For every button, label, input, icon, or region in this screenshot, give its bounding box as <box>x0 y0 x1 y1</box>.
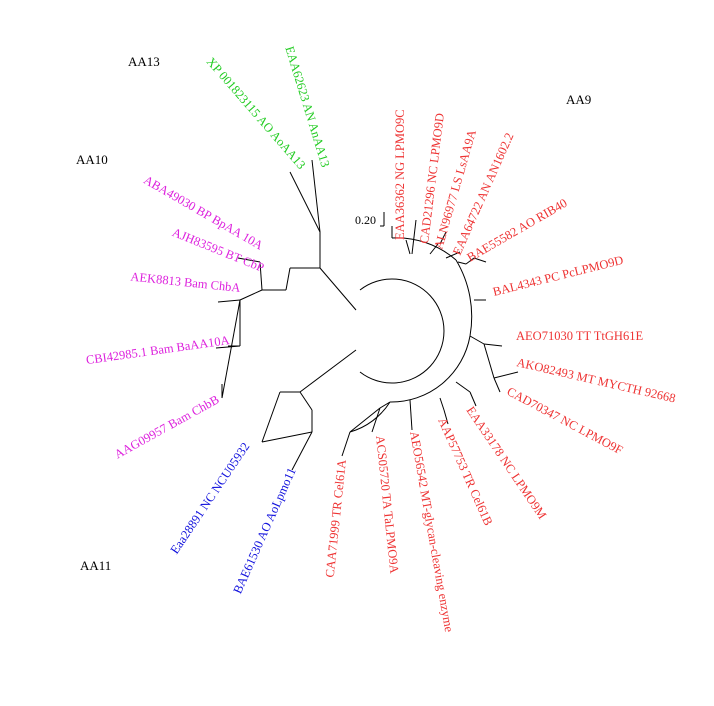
tree-branch <box>349 407 381 433</box>
tree-branch-arc <box>349 401 391 433</box>
tree-branch <box>259 261 263 291</box>
tree-branch <box>341 431 351 457</box>
leaf-label: BAE61530 AO AoLpmo11 <box>230 466 298 596</box>
leaf-label: AAG09957 Bam ChbB <box>112 392 221 461</box>
tree-branch <box>429 243 439 255</box>
leaf-label: AEK8813 Bam ChbA <box>130 270 241 295</box>
tree-branch <box>473 257 487 263</box>
tree-branch <box>469 391 477 407</box>
tree-branches <box>215 159 519 471</box>
scale-bar: 0.20 <box>355 212 385 227</box>
tree-branch <box>289 171 321 233</box>
leaf-label: BAL4343 PC PcLPMO9D <box>491 253 624 299</box>
group-label-aa9: AA9 <box>566 92 591 107</box>
tree-branch <box>443 409 449 425</box>
tree-branch <box>455 381 471 393</box>
leaf-label: AEO56542 MT-glycan-cleaving enzyme <box>407 430 456 633</box>
tree-branch <box>311 159 321 233</box>
tree-branch <box>483 343 495 379</box>
tree-branch <box>379 401 391 409</box>
tree-branch <box>457 261 467 265</box>
group-label-aa10: AA10 <box>76 152 108 167</box>
leaf-label: AEO71030 TT TtGH61E <box>516 329 643 343</box>
tree-branch <box>217 299 241 303</box>
leaf-label: Eaa28891 NC NCU05932 <box>167 440 252 557</box>
tree-branch <box>439 397 445 411</box>
leaf-label: CAD70347 NC LPMO9F <box>505 384 626 457</box>
leaf-label: CBI42985.1 Bam BaAA10A <box>85 333 230 367</box>
tree-branch <box>319 267 357 311</box>
tree-branch <box>299 349 357 393</box>
tree-branch <box>291 431 313 471</box>
tree-branch <box>469 335 485 345</box>
tree-branch <box>405 239 411 255</box>
tree-branch <box>445 251 461 259</box>
leaf-label: AKO82493 MT MYCTH 92668 <box>515 355 677 405</box>
tree-branch <box>493 377 501 393</box>
group-label-aa11: AA11 <box>80 558 111 573</box>
tree-branch <box>261 391 281 443</box>
tree-branch <box>239 289 263 301</box>
leaf-label: ACS05720 TA TaLPMO9A <box>373 435 401 574</box>
tree-branch <box>285 267 291 291</box>
tree-branch-arc <box>391 237 457 261</box>
group-label-aa13: AA13 <box>128 54 160 69</box>
tree-branch <box>483 343 503 347</box>
tree-branch-arc <box>389 335 471 403</box>
leaf-label: EAA36362 NG LPMO9C <box>393 109 407 240</box>
tree-branch-arc <box>455 259 473 337</box>
tree-branch <box>439 231 447 245</box>
tree-branch <box>299 391 313 411</box>
tree-branch <box>493 371 519 379</box>
scale-bar-label: 0.20 <box>355 213 376 227</box>
leaf-label: CAA71999 TR Cel61A <box>323 459 349 578</box>
tree-branch <box>237 257 261 263</box>
tree-branch <box>261 431 313 443</box>
tree-branch <box>409 399 413 431</box>
tree-branch-arc <box>359 278 445 384</box>
tree-branch <box>221 299 241 399</box>
tree-branch <box>411 219 417 255</box>
tree-branch <box>465 257 475 265</box>
tree-branch <box>371 407 381 433</box>
